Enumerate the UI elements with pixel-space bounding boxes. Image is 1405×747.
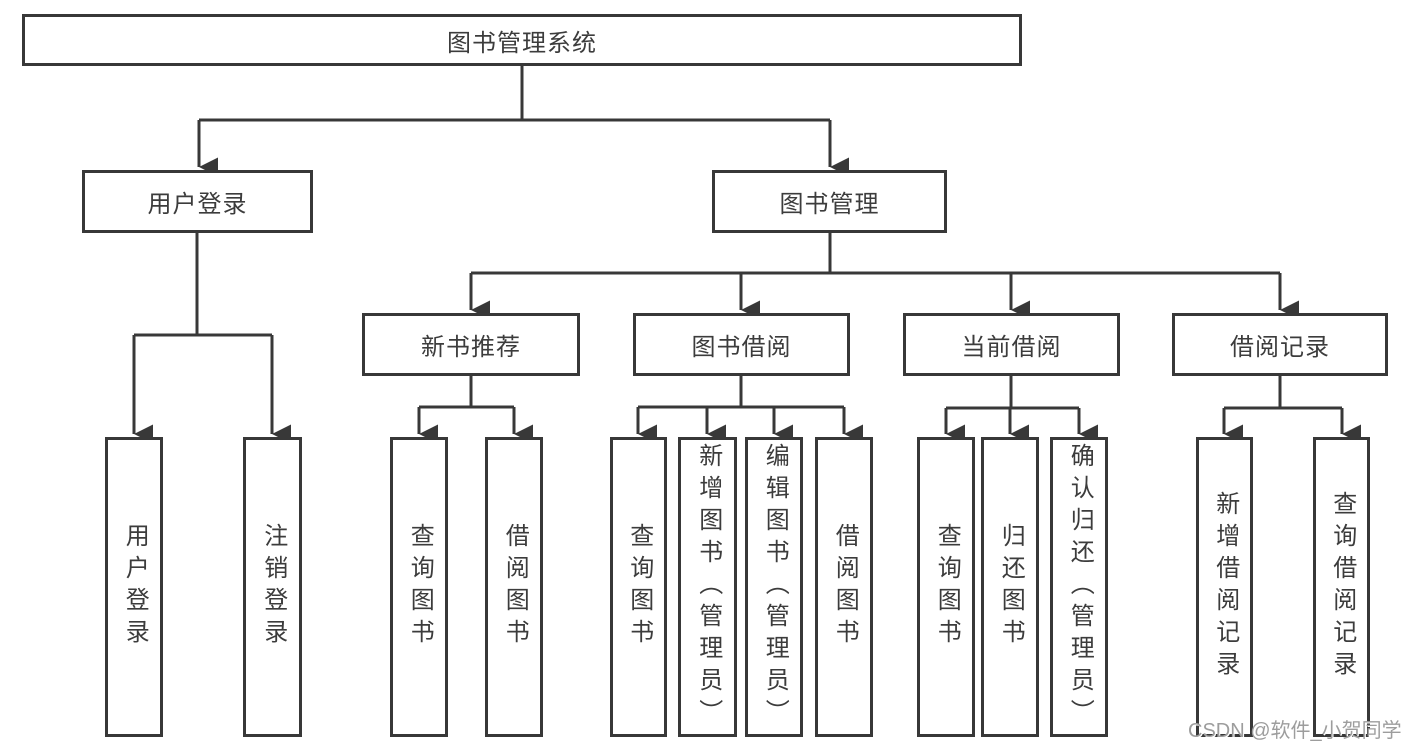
leaf-borrow-books-1: 借阅图书 xyxy=(485,437,543,737)
leaf-edit-books-admin-label: 编辑图书（管理员） xyxy=(761,443,789,731)
leaf-logout: 注销登录 xyxy=(243,437,302,737)
node-user-login-label: 用户登录 xyxy=(147,191,248,218)
leaf-query-borrow-record-label: 查询借阅记录 xyxy=(1328,491,1356,683)
leaf-add-borrow-record: 新增借阅记录 xyxy=(1196,437,1253,737)
node-current-borrowing: 当前借阅 xyxy=(903,313,1120,376)
leaf-borrow-books-2: 借阅图书 xyxy=(815,437,873,737)
leaf-add-books-admin-label: 新增图书（管理员） xyxy=(694,443,722,731)
leaf-query-books-3-label: 查询图书 xyxy=(933,523,961,651)
leaf-add-borrow-record-label: 新增借阅记录 xyxy=(1211,491,1239,683)
node-current-borrowing-label: 当前借阅 xyxy=(961,334,1062,361)
node-book-borrowing: 图书借阅 xyxy=(633,313,850,376)
leaf-query-books-1: 查询图书 xyxy=(390,437,448,737)
node-borrowing-records: 借阅记录 xyxy=(1172,313,1388,376)
leaf-return-books-label: 归还图书 xyxy=(997,523,1025,651)
leaf-borrow-books-2-label: 借阅图书 xyxy=(831,523,859,651)
leaf-confirm-return-admin: 确认归还（管理员） xyxy=(1050,437,1108,737)
leaf-query-borrow-record: 查询借阅记录 xyxy=(1313,437,1370,737)
node-root: 图书管理系统 xyxy=(22,14,1022,66)
leaf-user-login-label: 用户登录 xyxy=(121,523,149,651)
node-new-book-recommend: 新书推荐 xyxy=(362,313,580,376)
leaf-user-login: 用户登录 xyxy=(105,437,163,737)
leaf-return-books: 归还图书 xyxy=(981,437,1039,737)
node-new-book-recommend-label: 新书推荐 xyxy=(421,334,521,361)
leaf-query-books-2: 查询图书 xyxy=(610,437,667,737)
node-borrowing-records-label: 借阅记录 xyxy=(1230,334,1330,361)
leaf-borrow-books-1-label: 借阅图书 xyxy=(501,523,529,651)
node-book-management: 图书管理 xyxy=(712,170,947,233)
leaf-add-books-admin: 新增图书（管理员） xyxy=(678,437,737,737)
node-root-label: 图书管理系统 xyxy=(447,29,597,57)
node-book-borrowing-label: 图书借阅 xyxy=(691,334,792,361)
leaf-logout-label: 注销登录 xyxy=(259,523,287,651)
leaf-query-books-3: 查询图书 xyxy=(917,437,975,737)
leaf-confirm-return-admin-label: 确认归还（管理员） xyxy=(1066,443,1094,731)
node-book-management-label: 图书管理 xyxy=(779,191,880,218)
leaf-query-books-1-label: 查询图书 xyxy=(406,523,434,651)
leaf-edit-books-admin: 编辑图书（管理员） xyxy=(745,437,803,737)
csdn-watermark: CSDN @软件_小贺同学 xyxy=(1188,720,1402,742)
leaf-query-books-2-label: 查询图书 xyxy=(625,523,653,651)
node-user-login: 用户登录 xyxy=(82,170,313,233)
